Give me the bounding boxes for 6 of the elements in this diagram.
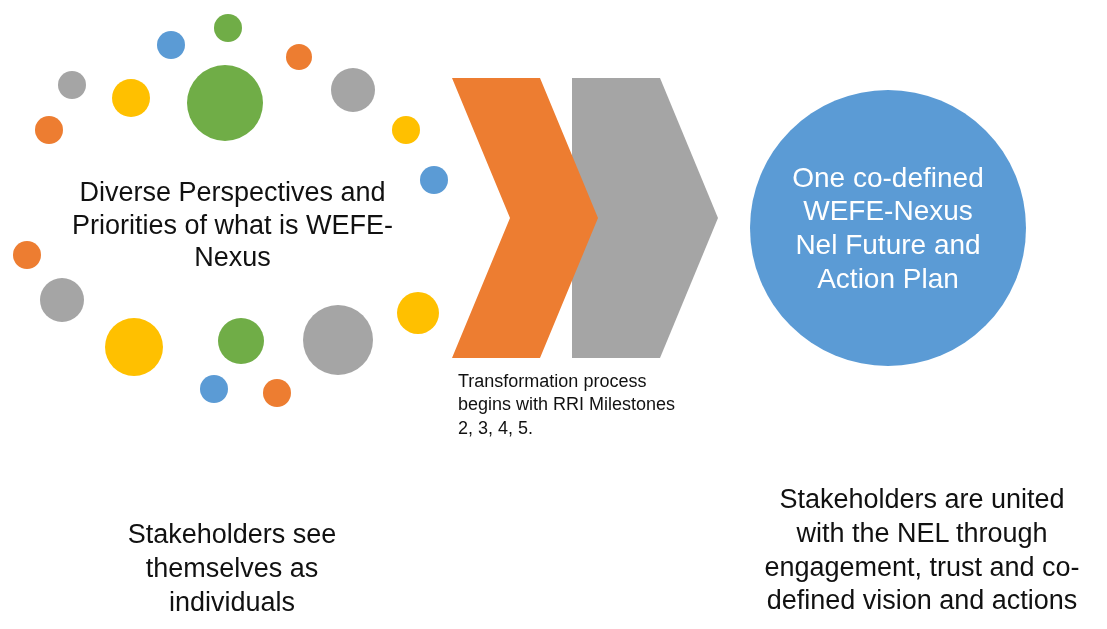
note-text: Transformation process begins with RRI Milestones 2, 3, 4, 5. xyxy=(458,370,677,440)
node-text: One co-defined WEFE-Nexus Nel Future and Action Plan xyxy=(791,160,985,296)
chevron-arrow xyxy=(572,78,718,358)
caption-text: Stakeholders see themselves as individuals xyxy=(126,518,338,619)
caption-text: Stakeholders are united with the NEL through engagement, trust and co-defined vision and actions xyxy=(763,483,1081,618)
node-text: Diverse Perspectives and Priorities of what is WEFE-Nexus xyxy=(70,176,395,274)
